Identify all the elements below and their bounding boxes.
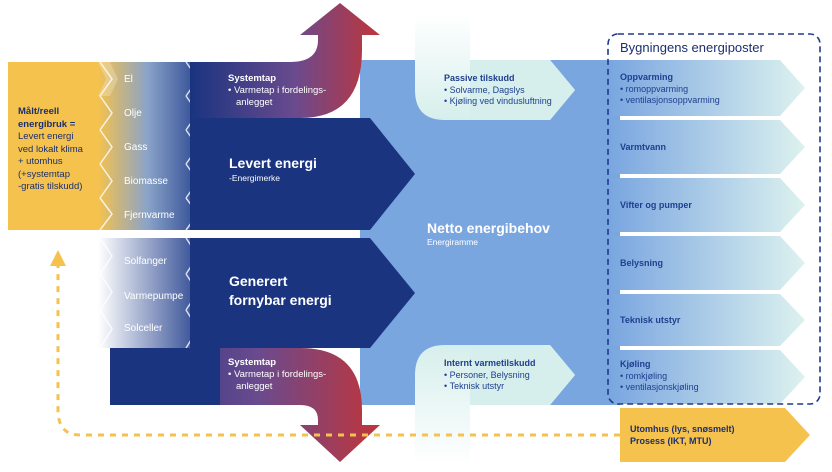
generated-line2: fornybar energi (229, 292, 332, 308)
delivered-energy-arrow (190, 118, 415, 230)
process-line: Prosess (IKT, MTU) (630, 436, 712, 446)
post-equipment: Teknisk utstyr (620, 315, 681, 325)
renewable-solar-collector: Solfanger (124, 256, 167, 267)
net-energy-block (360, 60, 620, 405)
post-heating-item: ventilasjonsoppvarming (620, 95, 720, 107)
post-heating-label: Oppvarming (620, 72, 674, 82)
measured-line: Målt/reell (18, 106, 60, 117)
outdoor-line: Utomhus (lys, snøsmelt) (630, 424, 735, 434)
renewable-column (98, 238, 208, 348)
internal-gains-text: Internt varmetilskudd Personer, Belysnin… (444, 358, 536, 393)
generated-energy-title: Generert fornybar energi (229, 272, 332, 310)
passive-gains-text: Passive tilskudd Solvarme, Dagslys Kjøli… (444, 73, 552, 108)
carrier-biomass: Biomasse (124, 176, 168, 187)
renewable-heat-pump: Varmepumpe (124, 291, 184, 302)
measured-energy-block (8, 62, 98, 230)
passive-gains-item: Solvarme, Dagslys (444, 85, 552, 97)
measured-line: ved lokalt klima (18, 143, 83, 155)
system-loss-top-text: Systemtap • Varmetap i fordelings- anleg… (228, 73, 326, 109)
post-fans-pumps: Vifter og pumper (620, 200, 692, 210)
measured-line: energibruk = (18, 118, 76, 130)
net-energy-subtitle: Energiramme (427, 237, 479, 247)
system-loss-bottom-bullet: • Varmetap i fordelings- (228, 369, 327, 380)
feedback-arrowhead-icon (50, 250, 66, 266)
post-lighting: Belysning (620, 258, 664, 268)
feedback-dashed-arrow (56, 265, 620, 437)
post-hot-water: Varmtvann (620, 142, 667, 152)
measured-energy-label: Målt/reell energibruk = Levert energi ve… (18, 106, 83, 194)
renewable-solar-cells: Solceller (124, 323, 163, 334)
measured-line: Levert energi (18, 131, 74, 142)
carrier-el: El (124, 74, 133, 85)
passive-gains-title: Passive tilskudd (444, 73, 515, 83)
system-loss-top-flow (190, 3, 380, 118)
measured-line: (+systemtap (18, 168, 71, 180)
system-loss-bottom-title: Systemtap (228, 357, 277, 368)
net-energy-title: Netto energibehov (427, 220, 550, 236)
carrier-chevrons (98, 62, 118, 96)
measured-line: -gratis tilskudd) (18, 181, 83, 192)
internal-gains-item: Teknisk utstyr (444, 381, 536, 393)
internal-gains-title: Internt varmetilskudd (444, 358, 536, 368)
generated-energy-arrow (190, 238, 415, 348)
post-cooling: Kjøling romkjøling ventilasjonskjøling (620, 359, 699, 394)
system-loss-top-bullet-cont: anlegget (236, 97, 273, 108)
post-heating-item: romoppvarming (620, 84, 720, 96)
generated-line1: Generert (229, 273, 288, 289)
carrier-oil: Olje (124, 108, 142, 119)
system-loss-bottom-bullet-cont: anlegget (236, 381, 273, 392)
carrier-district-heating: Fjernvarme (124, 210, 175, 221)
delivered-energy-subtitle: -Energimerke (229, 173, 281, 183)
passive-gains-item: Kjøling ved vindusluftning (444, 96, 552, 108)
energy-post-arrows (610, 60, 805, 404)
post-cooling-item: romkjøling (620, 371, 699, 383)
outdoor-process-text: Utomhus (lys, snøsmelt) Prosess (IKT, MT… (630, 423, 735, 447)
delivered-energy-title: Levert energi (229, 155, 317, 171)
system-loss-bottom-text: Systemtap • Varmetap i fordelings- anleg… (228, 357, 326, 393)
outdoor-process-arrow (620, 408, 810, 462)
system-loss-top-title: Systemtap (228, 73, 277, 84)
internal-gains-item: Personer, Belysning (444, 370, 536, 382)
post-heating: Oppvarming romoppvarming ventilasjonsopp… (620, 72, 720, 107)
carrier-gas: Gass (124, 142, 148, 153)
energy-posts-title: Bygningens energiposter (620, 40, 764, 55)
post-cooling-label: Kjøling (620, 359, 651, 369)
system-loss-top-bullet: • Varmetap i fordelings- (228, 85, 327, 96)
measured-line: + utomhus (18, 156, 63, 167)
post-cooling-item: ventilasjonskjøling (620, 382, 699, 394)
energy-posts-frame (607, 33, 821, 405)
